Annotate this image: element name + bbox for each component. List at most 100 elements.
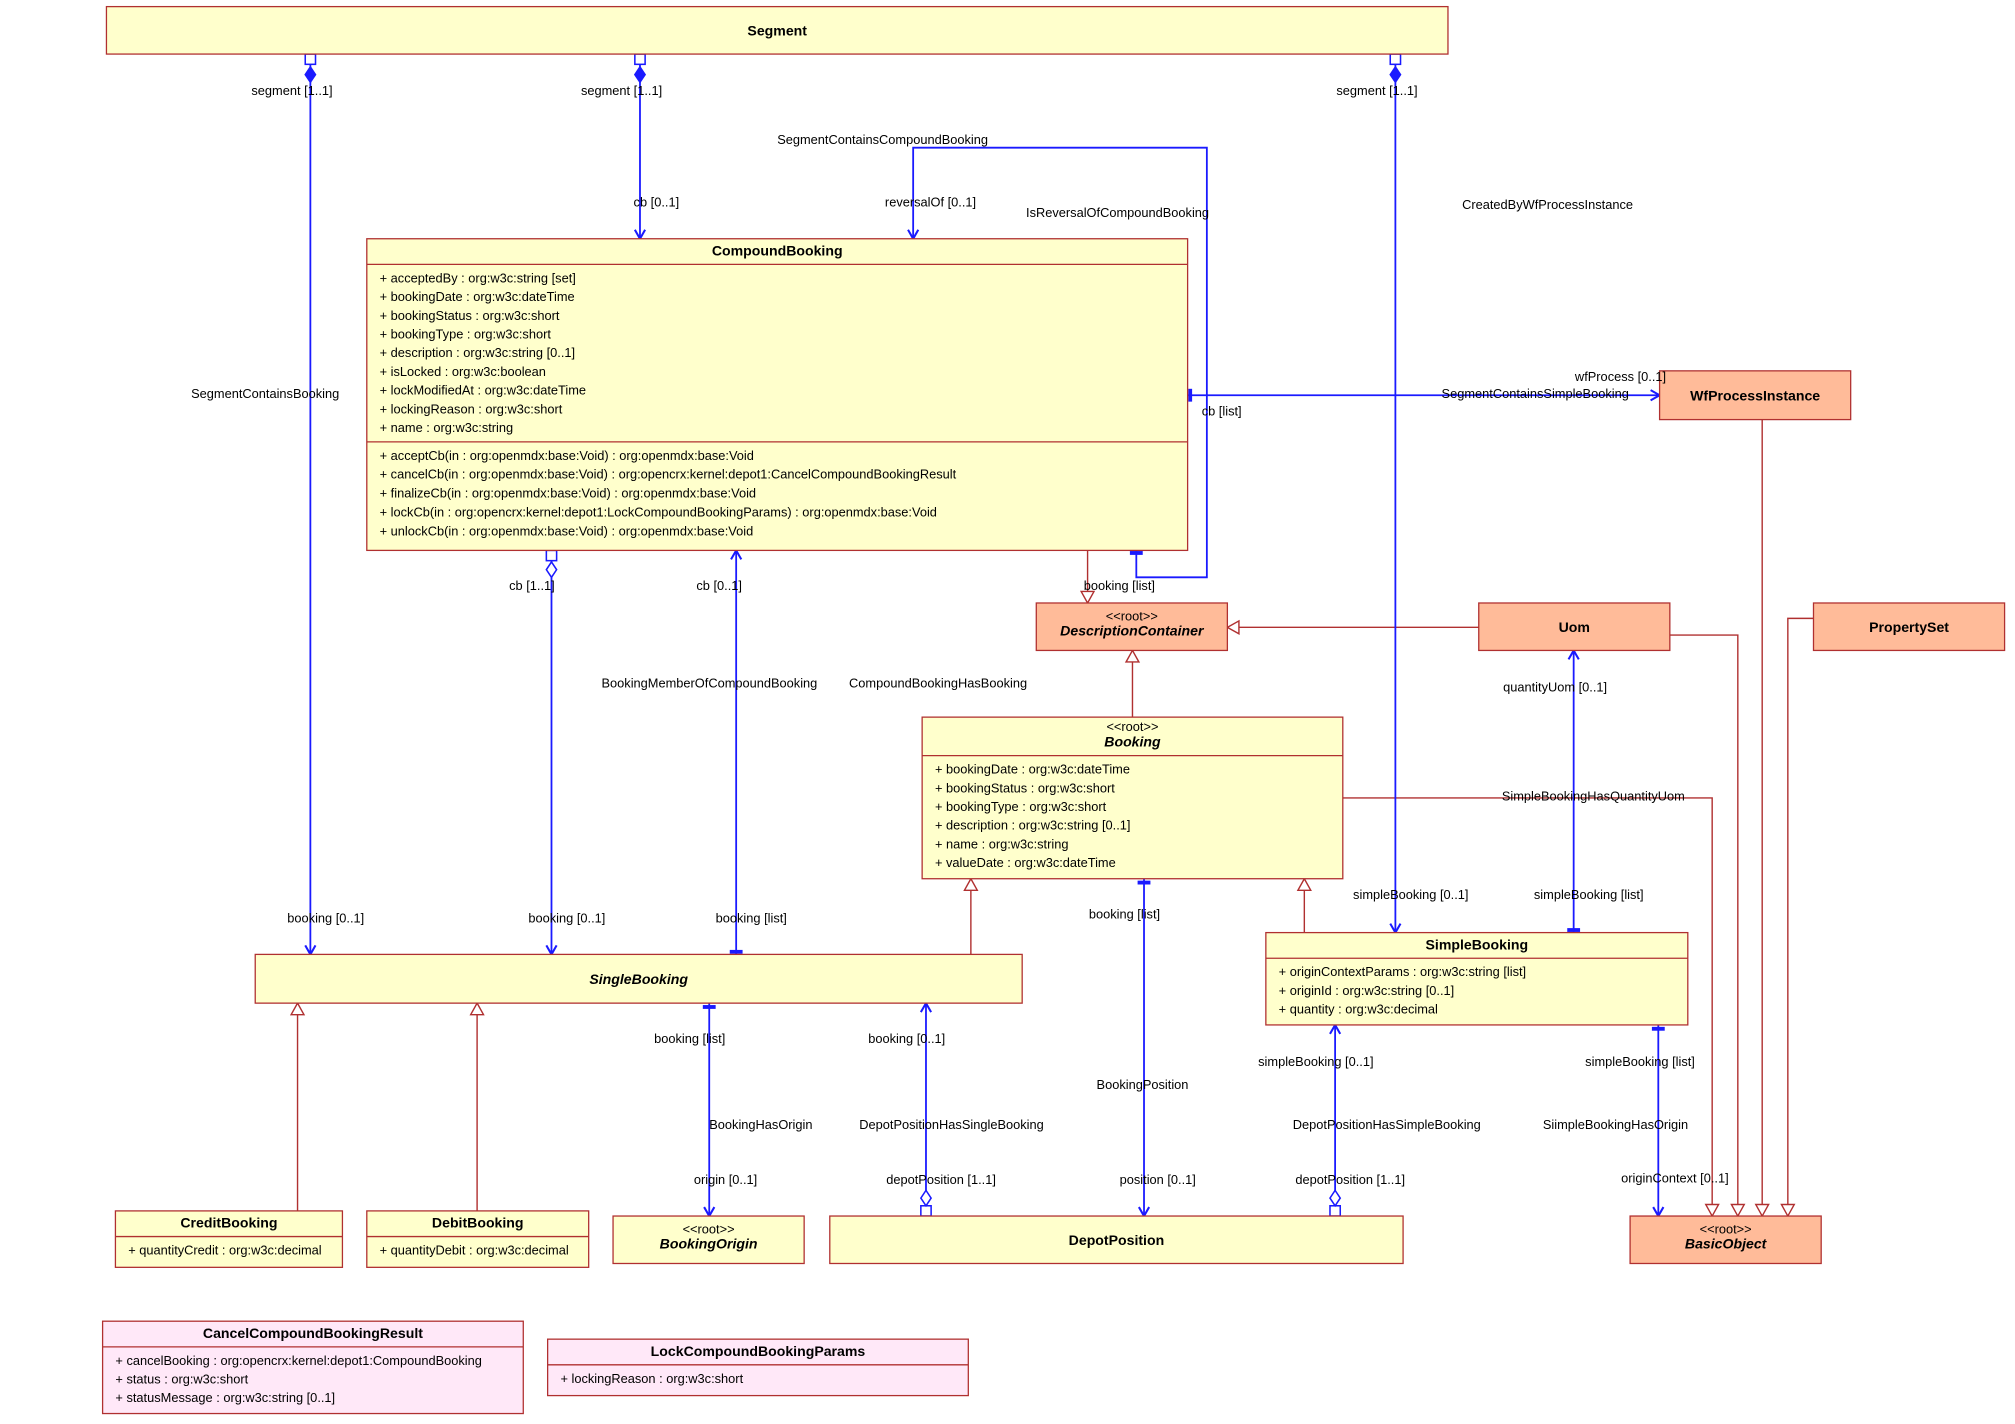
generalization-line <box>1342 797 1713 1217</box>
class-name: CancelCompoundBookingResult <box>203 1325 423 1341</box>
class-name: LockCompoundBookingParams <box>651 1343 866 1359</box>
role-label: cb [1..1] <box>509 578 555 593</box>
generalization-triangle <box>1124 648 1141 663</box>
qualifier-box <box>304 53 317 66</box>
generalization-triangle <box>1225 619 1240 635</box>
multiplicity-bar <box>1567 928 1581 932</box>
association-line <box>912 146 1208 579</box>
class-name: DescriptionContainer <box>1060 623 1205 639</box>
class-lock-compound-booking-params[interactable]: LockCompoundBookingParams+ lockingReason… <box>546 1338 969 1397</box>
role-label: quantityUom [0..1] <box>1503 679 1607 694</box>
attribute-line: + acceptedBy : org:w3c:string [set] <box>380 270 576 285</box>
class-box <box>921 716 1344 880</box>
operation-line: + unlockCb(in : org:openmdx:base:Void) :… <box>380 523 754 538</box>
class-description-container[interactable]: <<root>>DescriptionContainer <box>1035 602 1229 652</box>
class-credit-booking[interactable]: CreditBooking+ quantityCredit : org:w3c:… <box>114 1210 344 1268</box>
stereotype-label: <<root>> <box>1106 608 1158 623</box>
attribute-line: + statusMessage : org:w3c:string [0..1] <box>115 1390 335 1405</box>
class-name: DepotPosition <box>1069 1232 1165 1248</box>
operation-line: + lockCb(in : org:opencrx:kernel:depot1:… <box>380 504 937 519</box>
role-label: segment [1..1] <box>581 83 662 98</box>
class-booking-origin[interactable]: <<root>>BookingOrigin <box>612 1215 805 1265</box>
role-label: booking [0..1] <box>868 1031 945 1046</box>
multiplicity-bar <box>1137 880 1151 885</box>
generalization-triangle <box>469 1001 485 1016</box>
association-name-booking-member-of-compound-booking: BookingMemberOfCompoundBooking <box>602 676 818 691</box>
multiplicity-bar <box>729 949 743 954</box>
multiplicity-bar <box>1188 388 1193 402</box>
operation-line: + acceptCb(in : org:openmdx:base:Void) :… <box>380 448 754 463</box>
generalization-triangle <box>1704 1203 1720 1218</box>
class-name: PropertySet <box>1869 619 1949 635</box>
class-cancel-compound-booking-result[interactable]: CancelCompoundBookingResult + cancelBooki… <box>101 1320 524 1415</box>
class-box <box>1629 1215 1822 1265</box>
composition-diamond <box>304 65 317 84</box>
composition-diamond <box>633 65 647 84</box>
association-name-depot-position-has-single-booking: DepotPositionHasSingleBooking <box>859 1117 1043 1132</box>
class-box <box>1478 602 1671 652</box>
qualifier-box <box>1389 53 1402 66</box>
multiplicity-bar <box>1651 1026 1665 1031</box>
class-simple-booking[interactable]: SimpleBooking+ originContextParams : org… <box>1265 931 1689 1026</box>
attribute-line: + bookingType : org:w3c:short <box>935 799 1107 814</box>
qualifier-box <box>545 549 558 562</box>
attribute-line: + name : org:w3c:string <box>935 836 1069 851</box>
class-uom[interactable]: Uom <box>1478 602 1671 652</box>
generalization-triangle <box>1730 1203 1746 1218</box>
role-label: simpleBooking [0..1] <box>1353 887 1468 902</box>
class-box <box>612 1215 805 1265</box>
attribute-line: + isLocked : org:w3c:boolean <box>380 364 546 379</box>
class-basic-object[interactable]: <<root>>BasicObject <box>1629 1215 1822 1265</box>
attribute-line: + quantityDebit : org:w3c:decimal <box>380 1243 569 1258</box>
role-label: simpleBooking [list] <box>1534 887 1644 902</box>
attribute-line: + valueDate : org:w3c:dateTime <box>935 855 1116 870</box>
role-label: reversalOf [0..1] <box>885 195 976 210</box>
class-depot-position[interactable]: DepotPosition <box>829 1215 1404 1265</box>
generalization-triangle <box>289 1001 306 1016</box>
class-name: CompoundBooking <box>712 242 843 258</box>
attribute-line: + originId : org:w3c:string [0..1] <box>1279 983 1455 998</box>
class-booking[interactable]: <<root>>Booking+ bookingDate : org:w3c:d… <box>921 716 1344 880</box>
role-label: cb [list] <box>1202 404 1242 419</box>
class-segment[interactable]: Segment <box>105 5 1449 55</box>
role-label: depotPosition [1..1] <box>886 1172 996 1187</box>
attribute-line: + originContextParams : org:w3c:string [… <box>1279 964 1526 979</box>
generalization-triangle <box>1754 1203 1770 1218</box>
association-name-compound-booking-has-booking: CompoundBookingHasBooking <box>849 676 1027 691</box>
attribute-line: + lockModifiedAt : org:w3c:dateTime <box>380 383 586 398</box>
attribute-line: + bookingStatus : org:w3c:short <box>935 780 1115 795</box>
qualifier-box <box>1329 1205 1342 1217</box>
class-box <box>829 1215 1404 1265</box>
role-label: booking [0..1] <box>528 910 605 925</box>
operation-line: + cancelCb(in : org:openmdx:base:Void) :… <box>380 467 957 482</box>
generalization-triangle <box>1079 590 1096 605</box>
class-box <box>1812 602 2006 652</box>
role-label: simpleBooking [0..1] <box>1258 1054 1373 1069</box>
multiplicity-bar <box>1129 551 1143 555</box>
composition-diamond <box>1389 65 1402 84</box>
class-name: WfProcessInstance <box>1690 387 1820 403</box>
attribute-line: + quantityCredit : org:w3c:decimal <box>128 1243 321 1258</box>
multiplicity-bar <box>702 1005 716 1009</box>
association-name-depot-position-has-simple-booking: DepotPositionHasSimpleBooking <box>1293 1117 1481 1132</box>
stereotype-label: <<root>> <box>683 1221 735 1236</box>
association-name-created-by-wf-process-instance: CreatedByWfProcessInstance <box>1462 197 1633 212</box>
class-box <box>366 1210 590 1268</box>
aggregation-diamond <box>1329 1188 1342 1208</box>
generalization-triangle <box>1780 1203 1796 1218</box>
generalization-line <box>1787 617 1814 1217</box>
label-layer: SegmentContainsBookingSegmentContainsCom… <box>191 83 1729 1187</box>
class-debit-booking[interactable]: DebitBooking+ quantityDebit : org:w3c:de… <box>366 1210 590 1268</box>
class-property-set[interactable]: PropertySet <box>1812 602 2006 652</box>
generalization-triangle <box>1296 877 1312 891</box>
attribute-line: + cancelBooking : org:opencrx:kernel:dep… <box>115 1353 481 1368</box>
class-compound-booking[interactable]: CompoundBooking + acceptedBy : org:w3c:st… <box>366 238 1189 552</box>
role-label: wfProcess [0..1] <box>1574 369 1666 384</box>
attribute-line: + name : org:w3c:string <box>380 420 514 435</box>
association-name-segment-contains-booking: SegmentContainsBooking <box>191 386 339 401</box>
role-label: booking [list] <box>716 910 787 925</box>
role-label: cb [0..1] <box>696 578 742 593</box>
class-wf-process-instance[interactable]: WfProcessInstance <box>1658 370 1852 421</box>
class-single-booking[interactable]: SingleBooking <box>254 953 1023 1004</box>
